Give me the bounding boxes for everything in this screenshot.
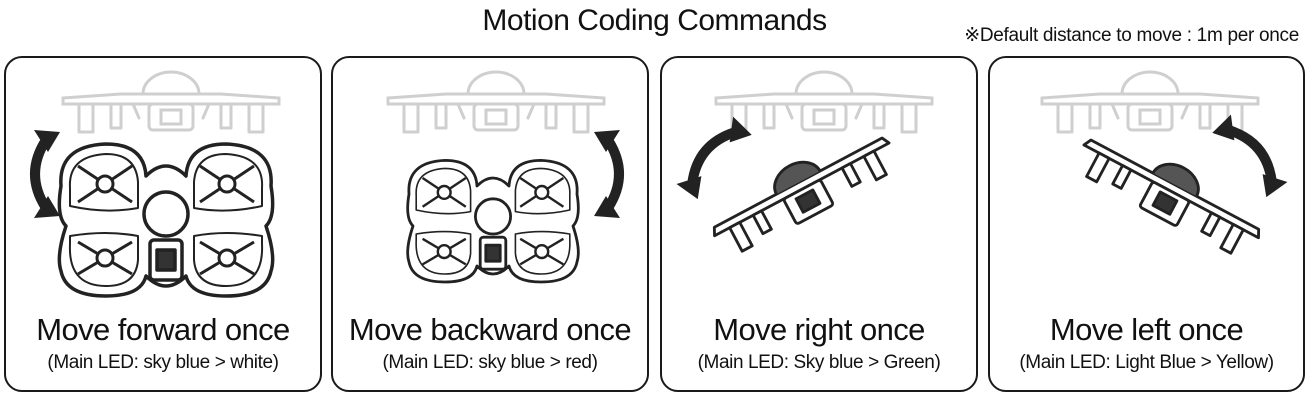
drone	[57, 142, 275, 298]
right-illustration	[662, 70, 934, 263]
distance-note: ※Default distance to move : 1m per once	[964, 25, 1299, 46]
drone	[406, 158, 580, 284]
card-move-backward: Move backward once (Main LED: sky blue >…	[331, 56, 649, 392]
drone-ghost	[61, 70, 281, 134]
backward-illustration	[386, 70, 649, 284]
card-move-right: Move right once (Main LED: Sky blue > Gr…	[660, 56, 978, 392]
led-caption: (Main LED: sky blue > white)	[47, 352, 279, 373]
command-caption: Move backward once	[348, 312, 632, 347]
curved-double-arrow-icon	[34, 130, 60, 218]
curved-double-arrow-icon	[1211, 115, 1287, 199]
drone-ghost	[386, 70, 606, 134]
drone-ghost	[714, 70, 934, 134]
curved-double-arrow-icon	[677, 117, 753, 201]
card-move-left: Move left once (Main LED: Light Blue > Y…	[988, 56, 1305, 392]
page-title: Motion Coding Commands	[482, 4, 827, 37]
curved-double-arrow-icon	[594, 130, 620, 218]
led-caption: (Main LED: Sky blue > Green)	[697, 352, 941, 373]
card-move-forward: Move forward once (Main LED: sky blue > …	[4, 56, 322, 392]
left-illustration	[1040, 70, 1305, 265]
led-caption: (Main LED: Light Blue > Yellow)	[1019, 352, 1274, 373]
command-caption: Move forward once	[36, 312, 290, 347]
drone	[1069, 120, 1273, 265]
forward-illustration	[6, 70, 281, 298]
command-caption: Move left once	[1049, 312, 1244, 347]
command-caption: Move right once	[713, 312, 925, 347]
led-caption: (Main LED: sky blue > red)	[382, 352, 598, 373]
